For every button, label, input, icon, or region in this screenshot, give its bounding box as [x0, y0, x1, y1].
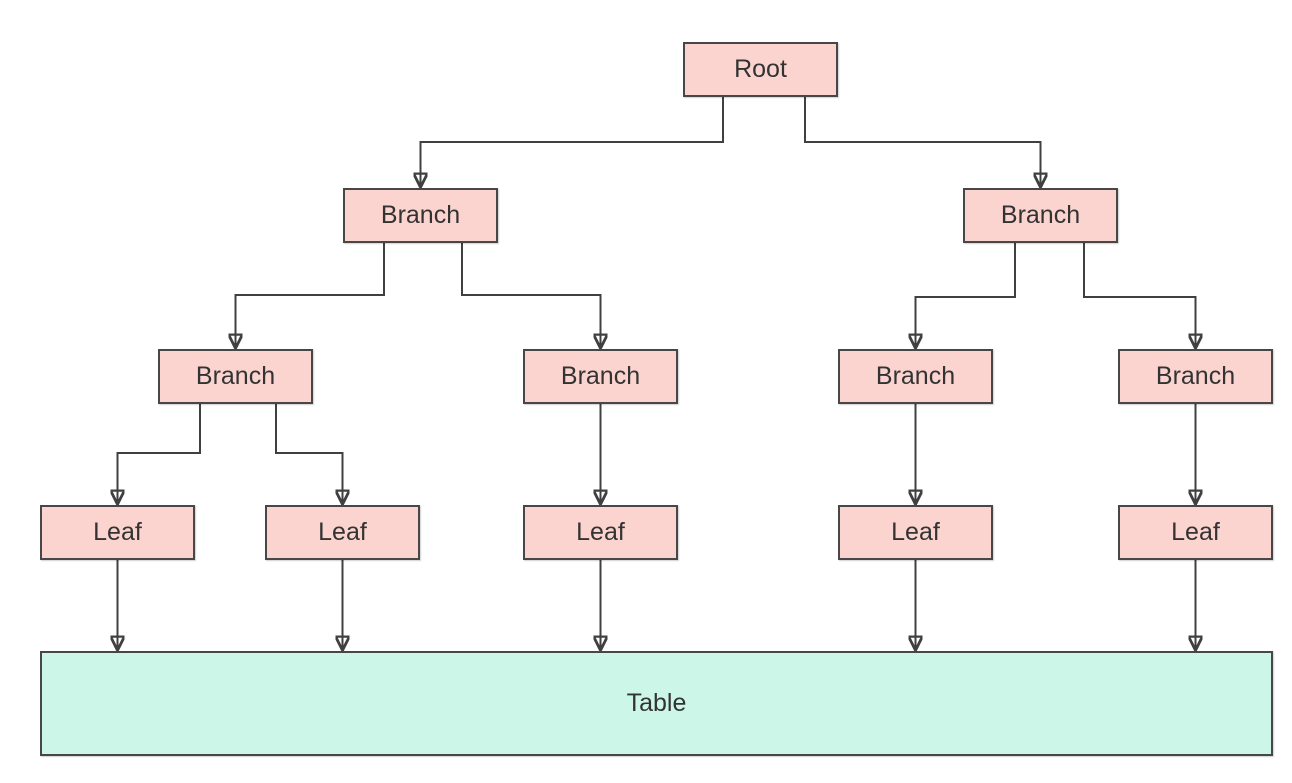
edge-branch-ll-to-leaf-1	[118, 404, 201, 503]
edge-branch-right-to-branch-rl	[916, 243, 1016, 347]
node-branch-left-label: Branch	[380, 201, 461, 229]
node-branch-right: Branch	[963, 188, 1118, 243]
node-table-label: Table	[626, 689, 687, 717]
node-branch-right-right-label: Branch	[1155, 362, 1236, 390]
node-branch-left-left: Branch	[158, 349, 313, 404]
node-root-label: Root	[734, 55, 787, 83]
node-branch-right-right: Branch	[1118, 349, 1273, 404]
edge-root-to-branch-left	[421, 97, 724, 186]
node-leaf-2: Leaf	[265, 505, 420, 560]
node-branch-left-right: Branch	[523, 349, 678, 404]
node-branch-right-left: Branch	[838, 349, 993, 404]
node-branch-left-right-label: Branch	[560, 362, 641, 390]
node-leaf-5: Leaf	[1118, 505, 1273, 560]
node-table: Table	[40, 651, 1273, 756]
edge-branch-ll-to-leaf-2	[275, 404, 343, 503]
node-leaf-3-label: Leaf	[576, 518, 625, 546]
node-branch-left: Branch	[343, 188, 498, 243]
node-root: Root	[683, 42, 838, 97]
edge-branch-left-to-branch-lr	[461, 243, 601, 347]
node-branch-left-left-label: Branch	[195, 362, 276, 390]
node-leaf-4-label: Leaf	[891, 518, 940, 546]
edge-branch-right-to-branch-rr	[1083, 243, 1196, 347]
edge-branch-left-to-branch-ll	[236, 243, 385, 347]
node-leaf-1-label: Leaf	[93, 518, 142, 546]
node-leaf-1: Leaf	[40, 505, 195, 560]
node-branch-right-label: Branch	[1000, 201, 1081, 229]
node-leaf-5-label: Leaf	[1171, 518, 1220, 546]
edge-root-to-branch-right	[804, 97, 1041, 186]
node-leaf-4: Leaf	[838, 505, 993, 560]
node-leaf-3: Leaf	[523, 505, 678, 560]
node-leaf-2-label: Leaf	[318, 518, 367, 546]
node-branch-right-left-label: Branch	[875, 362, 956, 390]
